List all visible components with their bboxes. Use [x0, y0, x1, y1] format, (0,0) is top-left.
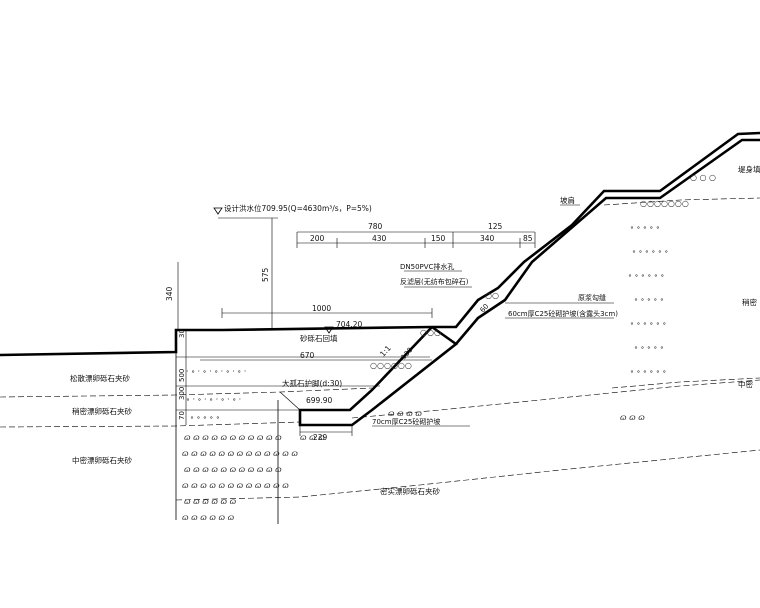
design-water-level-label: 设计洪水位709.95(Q=4630m³/s，P=5%) — [224, 203, 372, 213]
dim-229: 229 — [313, 433, 328, 442]
boundary-right-mid — [611, 377, 760, 389]
toe-stone-label: 大孤石护脚(d:30) — [282, 378, 342, 388]
dim-200: 200 — [310, 234, 325, 243]
svg-text:ɷ ɷ ɷ ɷ ɷ ɷ ɷ ɷ ɷ ɷ ɷ ɷ: ɷ ɷ ɷ ɷ ɷ ɷ ɷ ɷ ɷ ɷ ɷ ɷ — [182, 481, 289, 490]
dim-vertical-575-label: 575 — [261, 267, 270, 282]
medium-dense-label-right: 中密 — [738, 379, 753, 389]
upper-masonry-note: 60cm厚C25砼砌护坡(含露头3cm) — [508, 309, 618, 318]
dim-670: 670 — [300, 351, 315, 360]
svg-text:∘ ∘ ∘ ∘ ∘: ∘ ∘ ∘ ∘ ∘ — [190, 413, 220, 422]
annotations: 设计洪水位709.95(Q=4630m³/s，P=5%) 780 125 200… — [70, 164, 760, 496]
crest-label: 坡肩 — [560, 195, 575, 205]
svg-text:∘ ∘ ∘ ∘ ∘: ∘ ∘ ∘ ∘ ∘ — [634, 295, 664, 304]
svg-text:ɷ ɷ ɷ ɷ ɷ ɷ ɷ ɷ ɷ ɷ ɷ ɷ ɷ: ɷ ɷ ɷ ɷ ɷ ɷ ɷ ɷ ɷ ɷ ɷ ɷ ɷ — [182, 449, 298, 458]
levee-body-label: 堤身填 — [738, 164, 760, 174]
pipe-note: DN50PVC排水孔 — [400, 262, 454, 271]
loose-label-right: 稍密 — [742, 297, 757, 307]
boundary-medium — [0, 421, 301, 428]
mortar-joint-note: 原浆勾缝 — [578, 293, 606, 302]
svg-text:ɷ ɷ ɷ: ɷ ɷ ɷ — [300, 433, 325, 442]
svg-text:∘ ∘ ∘ ∘ ∘: ∘ ∘ ∘ ∘ ∘ — [630, 223, 660, 232]
svg-text:∘ ∘ ∘ ∘ ∘ ∘: ∘ ∘ ∘ ∘ ∘ ∘ — [632, 247, 668, 256]
svg-text:○ ○ ○: ○ ○ ○ — [690, 173, 716, 182]
water-level-symbol — [324, 326, 334, 334]
design-level-symbol — [213, 207, 223, 215]
dim-780: 780 — [368, 222, 383, 231]
bottom-elevation: 699.90 — [306, 396, 332, 405]
svg-text:ɷ ɷ ɷ ɷ ɷ ɷ ɷ ɷ ɷ ɷ ɷ: ɷ ɷ ɷ ɷ ɷ ɷ ɷ ɷ ɷ ɷ ɷ — [184, 465, 282, 474]
dim-430: 430 — [372, 234, 387, 243]
soil-dense: 密实漂卵砾石夹砂 — [380, 486, 440, 496]
dim-vertical-70-label: 70 — [178, 411, 186, 420]
svg-text:○○○○○○○: ○○○○○○○ — [640, 199, 689, 208]
svg-text:∘ ∘ ∘ ∘ ∘ ∘: ∘ ∘ ∘ ∘ ∘ ∘ — [630, 319, 666, 328]
toe-masonry — [298, 325, 459, 427]
water-level-value: 704.20 — [336, 320, 362, 329]
slope-profile — [432, 131, 760, 329]
slope-ratio-label: 1:1 — [378, 343, 393, 358]
dim-60-label: 60 — [479, 302, 491, 314]
boundary-right-upper — [603, 197, 760, 206]
svg-text:ɷ ɷ ɷ ɷ: ɷ ɷ ɷ ɷ — [388, 409, 422, 418]
ground-line-left — [0, 325, 433, 357]
svg-text:ɷ ɷ ɷ ɷ ɷ ɷ: ɷ ɷ ɷ ɷ ɷ ɷ — [182, 513, 235, 522]
svg-text:○○○: ○○○ — [420, 328, 441, 337]
filter-note: 反滤层(无纺布包碎石) — [400, 277, 469, 286]
dim-vertical-30-label: 30 — [178, 329, 186, 338]
dim-vertical-340-label: 340 — [165, 286, 174, 301]
svg-text:∘ · ∘ · ∘ · ∘ · ∘ ·: ∘ · ∘ · ∘ · ∘ · ∘ · — [186, 395, 241, 404]
slope-inner-line — [455, 138, 760, 345]
dim-vertical-300-label: 300 — [178, 387, 186, 400]
boundary-lower-mid — [351, 379, 760, 419]
svg-text:ɷ ɷ ɷ ɷ ɷ ɷ: ɷ ɷ ɷ ɷ ɷ ɷ — [184, 497, 237, 506]
soil-loose: 稍密漂卵砾石夹砂 — [72, 406, 132, 416]
dim-340: 340 — [480, 234, 495, 243]
svg-text:· ∘ · ∘ · ∘ · ∘ · ∘ ·: · ∘ · ∘ · ∘ · ∘ · ∘ · — [186, 367, 246, 376]
structure-outline — [0, 131, 760, 427]
soil-slightly-loose: 松散漂卵砾石夹砂 — [70, 373, 130, 383]
svg-text:∘ ∘ ∘ ∘ ∘ ∘: ∘ ∘ ∘ ∘ ∘ ∘ — [628, 271, 664, 280]
svg-text:∘ ∘ ∘ ∘ ∘: ∘ ∘ ∘ ∘ ∘ — [634, 343, 664, 352]
svg-text:○○○○○○: ○○○○○○ — [370, 361, 412, 370]
toe-leader — [279, 391, 301, 411]
lower-masonry-note: 70cm厚C25砼砌护坡 — [372, 417, 440, 426]
soil-medium: 中密漂卵砾石夹砂 — [72, 455, 132, 465]
dim-85: 85 — [523, 234, 533, 243]
dim-vertical-500-label: 500 — [178, 369, 186, 382]
soil-pattern: ɷ ɷ ɷ ɷ ɷ ɷ ɷ ɷ ɷ ɷ ɷ ɷ ɷ ɷ ɷ ɷ ɷ ɷ ɷ ɷ … — [182, 173, 716, 522]
boundary-dense — [175, 449, 760, 501]
dim-125: 125 — [488, 222, 503, 231]
svg-text:ɷ ɷ ɷ ɷ ɷ ɷ ɷ ɷ ɷ ɷ ɷ: ɷ ɷ ɷ ɷ ɷ ɷ ɷ ɷ ɷ ɷ ɷ — [184, 433, 282, 442]
dim-150: 150 — [431, 234, 446, 243]
soil-boundaries — [0, 197, 760, 524]
svg-text:ɷ ɷ ɷ: ɷ ɷ ɷ — [620, 413, 645, 422]
svg-text:∘ ∘ ∘ ∘ ∘ ∘: ∘ ∘ ∘ ∘ ∘ ∘ — [630, 367, 666, 376]
svg-text:○○: ○○ — [485, 291, 499, 300]
sand-fill-label: 砂砾石回填 — [300, 333, 338, 343]
boundary-loose — [0, 387, 373, 398]
dim-1000: 1000 — [312, 304, 331, 313]
dimension-lines — [177, 204, 614, 436]
